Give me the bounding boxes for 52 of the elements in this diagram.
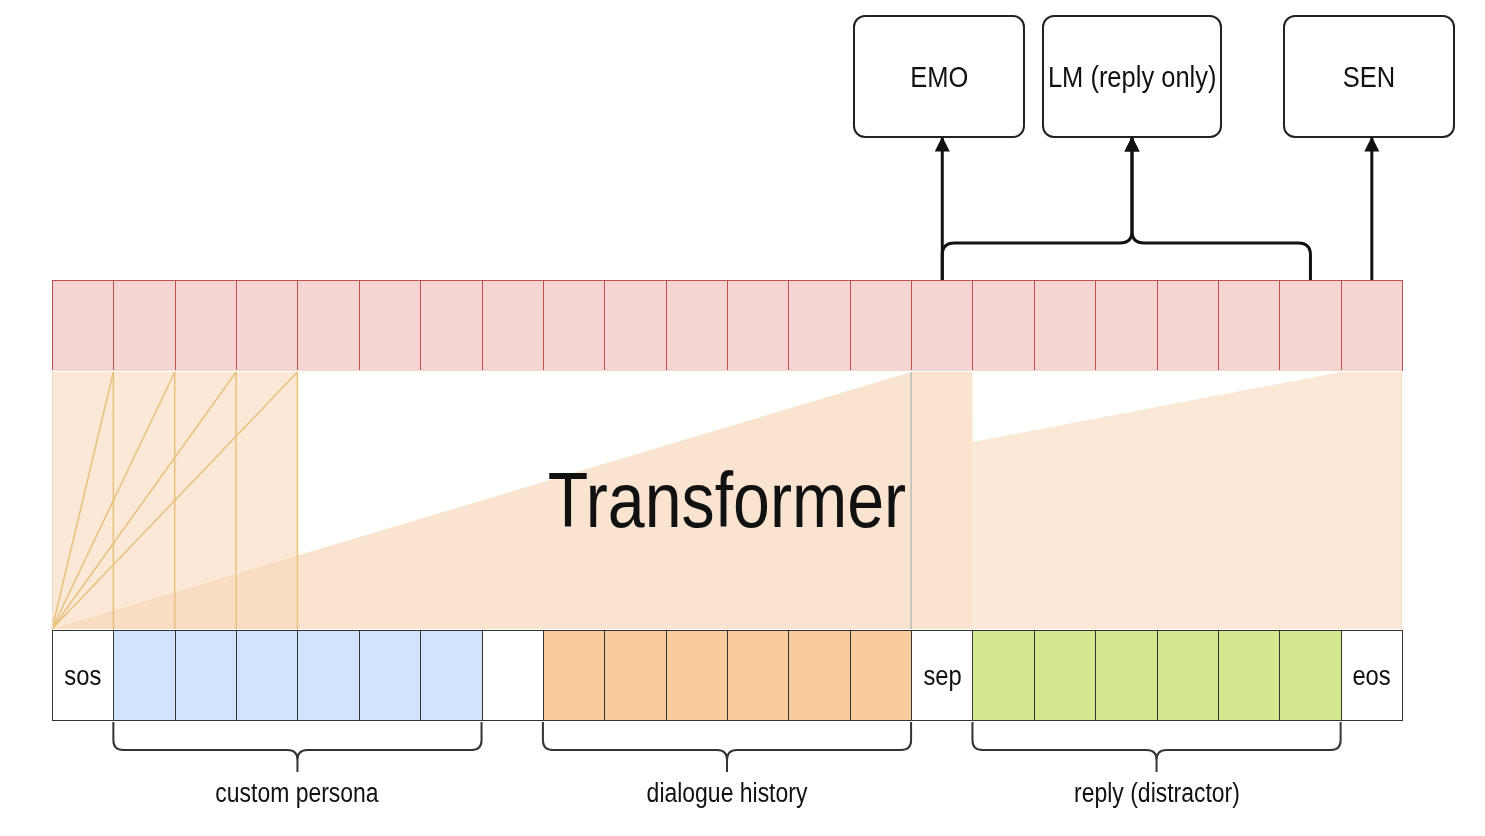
empty-token-cell	[174, 630, 238, 721]
empty-token-cell	[1217, 630, 1281, 721]
output-cell	[788, 280, 851, 371]
token-cell: sos	[52, 630, 115, 721]
empty-token-cell	[358, 630, 422, 721]
output-cell	[113, 280, 176, 371]
empty-token-cell	[1095, 630, 1158, 721]
output-cell	[1033, 280, 1097, 371]
output-cell	[481, 280, 544, 371]
output-cell	[604, 280, 667, 371]
output-cell	[420, 280, 483, 371]
arrow	[1364, 136, 1380, 280]
output-cell	[911, 280, 974, 371]
output-head-box: LM (reply only)	[1042, 15, 1222, 138]
empty-token-cell	[849, 630, 913, 721]
empty-token-cell	[1279, 630, 1342, 721]
empty-token-cell	[1156, 630, 1219, 721]
segment-label: reply (distractor)	[1073, 778, 1240, 809]
output-cell	[236, 280, 299, 371]
empty-token-cell	[604, 630, 667, 721]
output-head-box: EMO	[853, 15, 1025, 138]
output-cell	[52, 280, 115, 371]
empty-token-cell	[727, 630, 790, 721]
output-cell	[1340, 280, 1403, 371]
output-cell	[1217, 280, 1281, 371]
output-head-box: SEN	[1283, 15, 1455, 138]
empty-token-cell	[420, 630, 483, 721]
empty-token-cell	[542, 630, 606, 721]
empty-token-cell	[236, 630, 299, 721]
output-cell	[665, 280, 728, 371]
output-cell	[542, 280, 606, 371]
output-cell	[972, 280, 1035, 371]
arrow	[1124, 136, 1312, 280]
segment-label: custom persona	[215, 778, 380, 809]
empty-token-cell	[297, 630, 360, 721]
output-cell	[727, 280, 790, 371]
output-cell	[849, 280, 913, 371]
segment-label: dialogue history	[646, 778, 808, 809]
empty-token-cell	[1033, 630, 1097, 721]
output-cell	[1095, 280, 1158, 371]
output-cell	[174, 280, 238, 371]
empty-token-cell	[972, 630, 1035, 721]
token-cell: sep	[911, 630, 974, 721]
empty-token-cell	[788, 630, 851, 721]
empty-token-cell	[113, 630, 176, 721]
output-cell	[1156, 280, 1219, 371]
output-cell	[358, 280, 422, 371]
empty-token-cell	[665, 630, 728, 721]
output-cell	[297, 280, 360, 371]
empty-token-cell	[481, 630, 544, 721]
output-cell	[1279, 280, 1342, 371]
token-cell: eos	[1340, 630, 1403, 721]
